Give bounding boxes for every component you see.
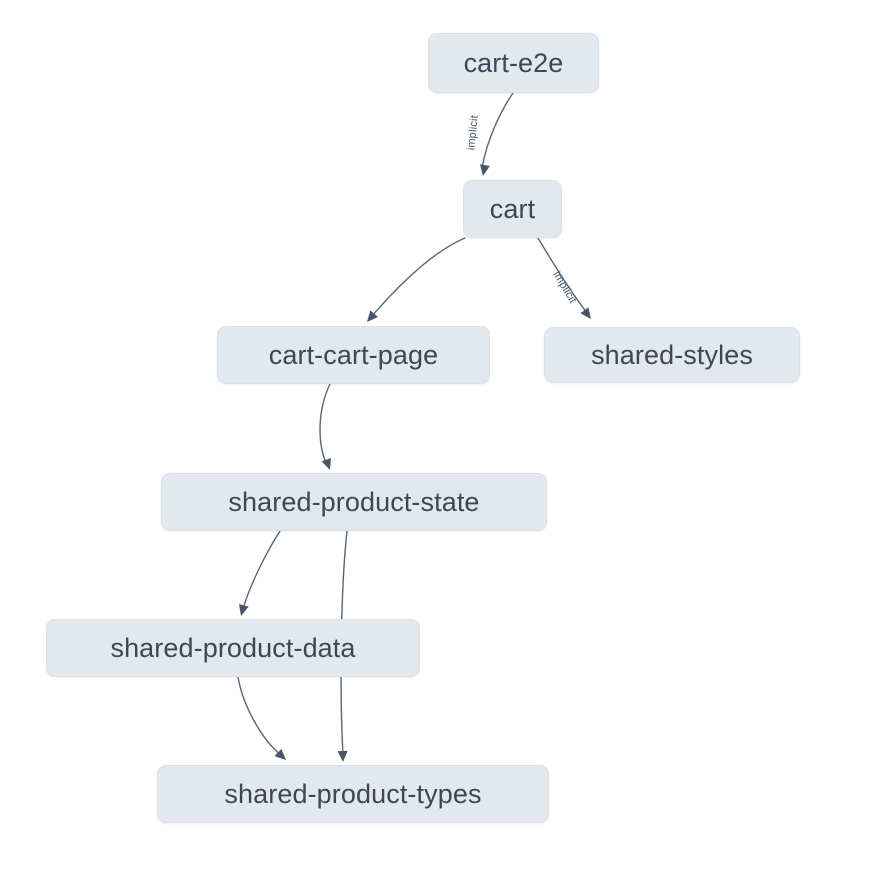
graph-edge-cart__shared-styles: implicit: [537, 237, 591, 319]
edge-line: [371, 237, 466, 317]
graph-node-shared-product-data[interactable]: shared-product-data: [46, 619, 420, 677]
graph-node-label: shared-product-data: [110, 632, 356, 663]
graph-node-label: shared-styles: [591, 339, 753, 370]
edge-arrowhead-icon: [479, 164, 490, 176]
edge-line: [237, 676, 282, 756]
edge-line: [481, 92, 514, 169]
edge-line: [319, 383, 331, 464]
edge-arrowhead-icon: [580, 307, 591, 319]
edge-line: [537, 237, 588, 314]
graph-node-cart[interactable]: cart: [463, 180, 562, 238]
graph-edge-cart-cart-page__shared-product-state: [319, 383, 331, 470]
edge-label: implicit: [465, 115, 481, 151]
graph-node-shared-product-state[interactable]: shared-product-state: [161, 473, 547, 531]
edge-line: [242, 530, 281, 610]
graph-node-label: cart-cart-page: [268, 339, 439, 370]
graph-node-label: shared-product-types: [224, 778, 482, 809]
graph-edge-cart-e2e__cart: implicit: [465, 92, 514, 176]
edge-arrowhead-icon: [321, 457, 331, 470]
graph-node-shared-styles[interactable]: shared-styles: [544, 327, 800, 383]
edge-arrowhead-icon: [274, 748, 286, 760]
graph-node-label: cart: [489, 193, 536, 224]
graph-edge-shared-product-data__shared-product-types: [237, 676, 286, 760]
graph-node-cart-e2e[interactable]: cart-e2e: [428, 33, 599, 93]
graph-node-label: shared-product-state: [228, 486, 480, 517]
edge-arrowhead-icon: [239, 604, 249, 616]
edge-arrowhead-icon: [337, 750, 348, 762]
graph-node-cart-cart-page[interactable]: cart-cart-page: [217, 326, 490, 384]
edge-arrowhead-icon: [367, 310, 378, 322]
edge-label: implicit: [550, 269, 578, 305]
graph-node-label: cart-e2e: [463, 47, 564, 78]
graph-edge-cart__cart-cart-page: [367, 237, 466, 322]
graph-node-shared-product-types[interactable]: shared-product-types: [157, 765, 549, 823]
graph-edge-shared-product-state__shared-product-data: [239, 530, 281, 616]
